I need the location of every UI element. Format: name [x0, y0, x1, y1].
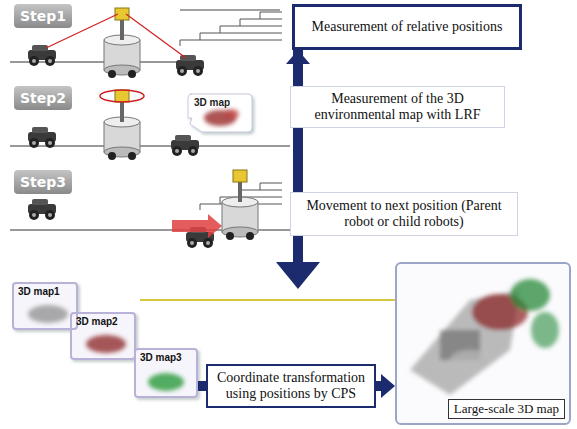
step-label: Step2 [14, 86, 72, 110]
process-box: Coordinate transformation using position… [206, 364, 376, 408]
node-text: Step3 [20, 174, 66, 190]
node-text: Measurement of the 3D environmental map … [297, 91, 498, 123]
map-card: 3D map2 [70, 312, 136, 360]
map-panel: Large-scale 3D map [395, 262, 571, 425]
process-box: Measurement of relative positions [292, 4, 522, 50]
process-box: Movement to next position (Parent robot … [290, 192, 518, 236]
flow-arrow [293, 62, 303, 86]
node-text: Coordinate transformation using position… [214, 370, 368, 402]
step-label: Step3 [14, 170, 72, 194]
node-text: 3D map1 [18, 286, 72, 297]
step-label: Step1 [14, 4, 72, 28]
node-text: Large-scale 3D map [448, 399, 565, 419]
arrow-head [286, 50, 310, 64]
map-card: 3D map3 [134, 348, 198, 398]
node-text: Step2 [20, 90, 66, 106]
node-text: Step1 [20, 8, 66, 24]
flow-arrow [293, 128, 303, 192]
node-text: Measurement of relative positions [312, 19, 503, 35]
node-text: Movement to next position (Parent robot … [297, 198, 511, 230]
map-card: 3D map1 [12, 282, 78, 330]
map-callout: 3D map [188, 94, 252, 132]
node-text: 3D map [194, 97, 246, 108]
process-box: Measurement of the 3D environmental map … [290, 86, 505, 128]
arrow-head [381, 374, 395, 398]
node-text: 3D map2 [76, 316, 130, 327]
node-text: 3D map3 [140, 352, 192, 363]
